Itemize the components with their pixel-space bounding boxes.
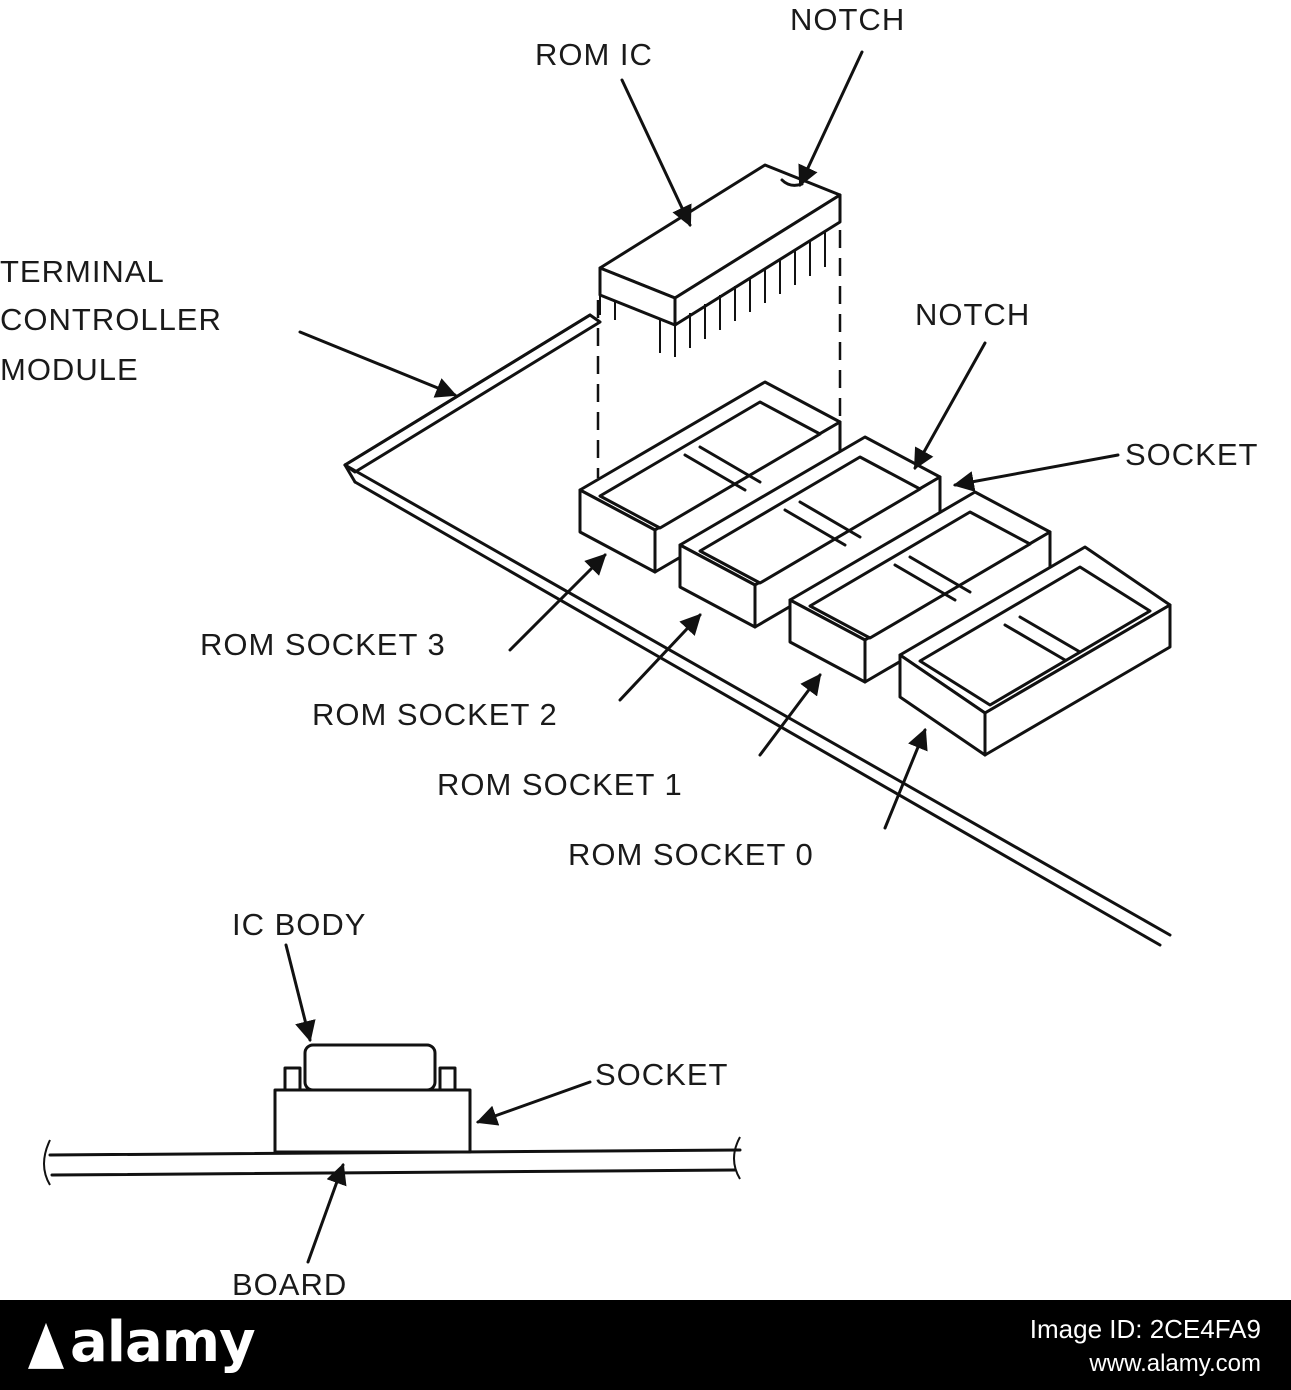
ic-pins bbox=[599, 232, 826, 357]
rom-socket-0-shape bbox=[898, 545, 1172, 757]
label-ic-body: IC BODY bbox=[232, 907, 366, 942]
site-url: www.alamy.com bbox=[1089, 1350, 1261, 1377]
label-rom-socket-1: ROM SOCKET 1 bbox=[437, 767, 683, 802]
watermark-footer: alamy Image ID: 2CE4FA9 www.alamy.com bbox=[0, 1300, 1291, 1390]
brand-mark-icon bbox=[28, 1322, 64, 1369]
label-rom-ic: ROM IC bbox=[535, 37, 653, 72]
rom-socket-2-shape bbox=[678, 435, 942, 629]
label-notch-socket: NOTCH bbox=[915, 297, 1030, 332]
label-socket-top: SOCKET bbox=[1125, 437, 1258, 472]
alignment-guides bbox=[596, 230, 842, 478]
label-module: MODULE bbox=[0, 352, 139, 387]
label-terminal: TERMINAL bbox=[0, 254, 165, 289]
label-rom-socket-2: ROM SOCKET 2 bbox=[312, 697, 558, 732]
label-rom-socket-0: ROM SOCKET 0 bbox=[568, 837, 814, 872]
label-socket-side: SOCKET bbox=[595, 1057, 728, 1092]
label-rom-socket-3: ROM SOCKET 3 bbox=[200, 627, 446, 662]
label-board: BOARD bbox=[232, 1267, 347, 1300]
module-board bbox=[343, 313, 1172, 947]
brand-logo: alamy bbox=[28, 1310, 256, 1375]
leader-arrows bbox=[284, 50, 1120, 1264]
image-id: Image ID: 2CE4FA9 bbox=[1029, 1314, 1261, 1344]
rom-ic-chip bbox=[598, 163, 842, 357]
label-notch-top: NOTCH bbox=[790, 2, 905, 37]
brand-name: alamy bbox=[70, 1310, 256, 1375]
side-view bbox=[43, 1043, 742, 1186]
rom-installation-diagram: ROM IC NOTCH TERMINAL CONTROLLER MODULE … bbox=[0, 2, 1258, 1300]
label-controller: CONTROLLER bbox=[0, 302, 222, 337]
rom-socket-1-shape bbox=[788, 490, 1052, 684]
